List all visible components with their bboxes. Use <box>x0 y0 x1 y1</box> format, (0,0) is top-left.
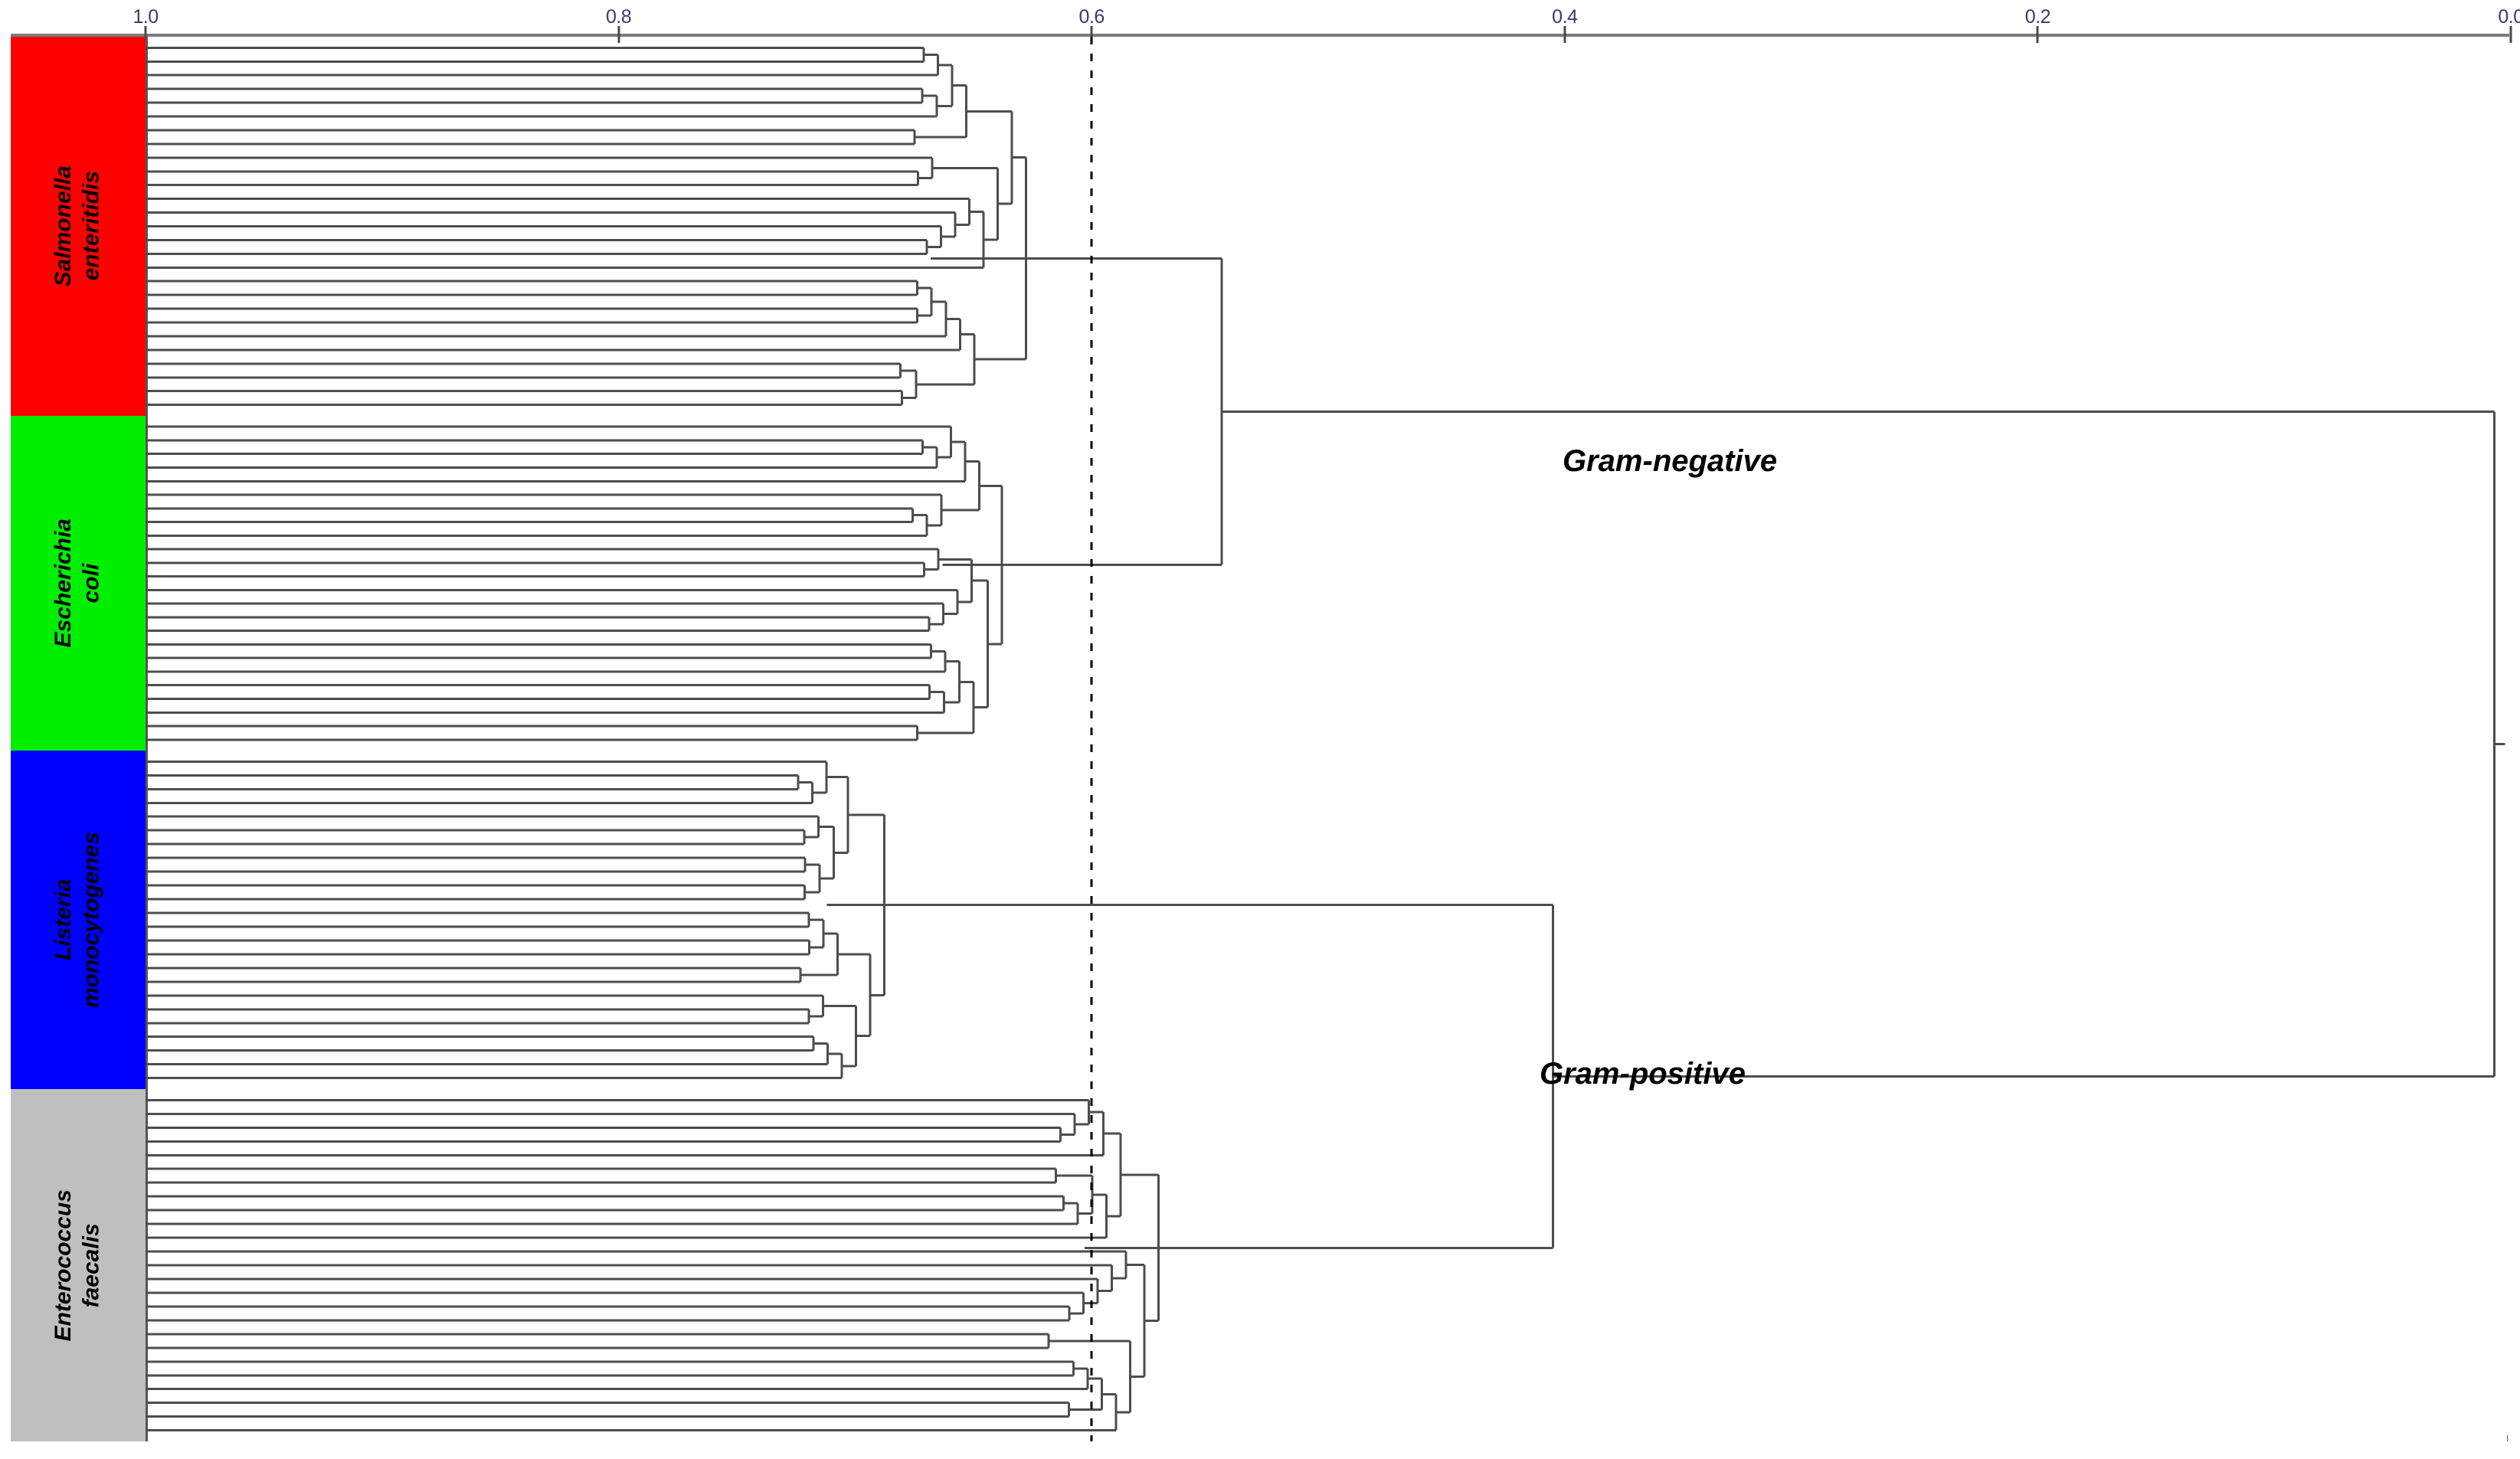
axis-tick-label-0-4: 0.4 <box>1552 6 1578 28</box>
color-key-escherichia-coli: Escherichia coli <box>11 416 146 751</box>
axis-line <box>11 34 2509 37</box>
clade-label-gram-positive: Gram-positive <box>1540 1057 1746 1091</box>
color-key-listeria-monocytogenes: Listeria monocytogenes <box>11 751 146 1089</box>
axis-tick-mark-0-4 <box>1563 26 1566 43</box>
axis-tick-label-1-0: 1.0 <box>133 6 159 28</box>
axis-tick-mark-0-0 <box>2509 26 2512 43</box>
species-label-listeria-monocytogenes: Listeria monocytogenes <box>51 831 104 1009</box>
axis-tick-label-0-6: 0.6 <box>1078 6 1105 28</box>
dendrogram-tree <box>146 37 2505 1441</box>
axis-tick-label-0-2: 0.2 <box>2024 6 2051 28</box>
species-label-escherichia-coli: Escherichia coli <box>51 519 104 648</box>
axis-tick-label-0-0: 0.0 <box>2498 6 2520 28</box>
axis-tick-mark-1-0 <box>144 26 147 43</box>
corner-mark: Ⅰ <box>2506 1434 2509 1444</box>
dendrogram-plot <box>146 37 2520 1441</box>
species-label-salmonella-enteritidis: Salmonella enteritidis <box>51 165 104 287</box>
species-label-enterococcus-faecalis: Enterococcus faecalis <box>51 1189 104 1342</box>
clade-label-gram-negative: Gram-negative <box>1563 444 1778 478</box>
color-key-salmonella-enteritidis: Salmonella enteritidis <box>11 37 146 416</box>
axis-tick-mark-0-8 <box>617 26 620 43</box>
similarity-axis: 1.0 0.8 0.6 0.4 0.2 0.0 <box>0 0 2520 43</box>
axis-tick-mark-0-2 <box>2036 26 2039 43</box>
axis-tick-label-0-8: 0.8 <box>605 6 632 28</box>
color-key-enterococcus-faecalis: Enterococcus faecalis <box>11 1089 146 1441</box>
axis-tick-mark-0-6 <box>1090 26 1093 43</box>
